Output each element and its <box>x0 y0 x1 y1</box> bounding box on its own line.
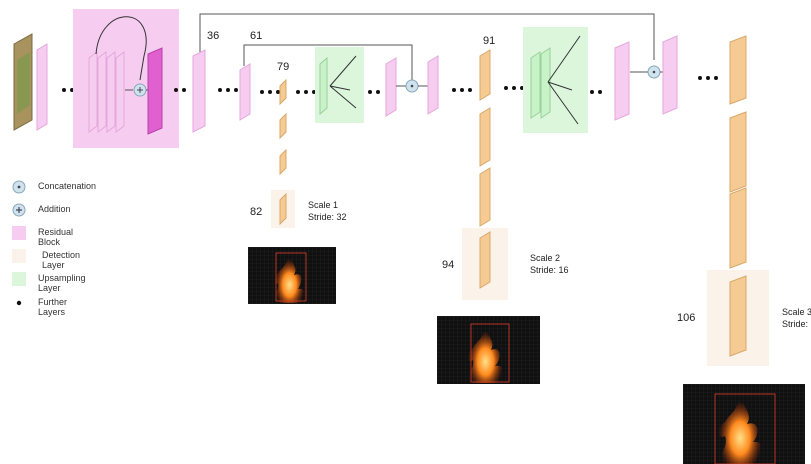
detection-layer <box>279 112 287 140</box>
scale-3-label: Scale 3 Stride: <box>782 306 811 330</box>
detection-layer <box>279 78 287 106</box>
detection-layer <box>729 35 747 105</box>
further-layers-dots <box>268 90 272 94</box>
further-layers-dots <box>260 90 264 94</box>
residual-layer <box>662 35 678 115</box>
upsampling-layer <box>319 56 328 116</box>
detection-layer <box>479 107 491 167</box>
further-layers-dots <box>62 88 66 92</box>
further-layers-dots <box>276 90 280 94</box>
further-layers-dots <box>468 88 472 92</box>
residual-layer-strong <box>147 47 163 135</box>
residual-layer <box>115 51 125 133</box>
circle-dot-icon <box>12 180 26 194</box>
fire-detection-image-2 <box>437 316 540 384</box>
layer-number-94: 94 <box>442 259 455 271</box>
concatenation-op-dot <box>410 84 414 88</box>
scale-2-title: Scale 2 <box>530 253 561 263</box>
layer-number-36: 36 <box>207 30 220 42</box>
further-layers-dots <box>504 86 508 90</box>
layer-number-82: 82 <box>250 206 263 218</box>
residual-swatch <box>12 226 26 240</box>
layer-36 <box>192 49 206 133</box>
layer-number-79: 79 <box>277 61 290 73</box>
upsampling-layer <box>530 51 541 119</box>
further-layers-dots <box>234 88 238 92</box>
legend-concatenation-label: Concatenation <box>38 181 97 191</box>
detection-swatch <box>12 249 26 263</box>
further-layers-dots <box>376 90 380 94</box>
upsampling-layer <box>540 47 551 119</box>
further-layers-dots <box>512 86 516 90</box>
legend-detection-label: Detection Layer <box>42 250 81 270</box>
scale-3-title: Scale 3 <box>782 307 811 317</box>
residual-layer <box>427 55 439 115</box>
fire-detection-image-1 <box>248 247 336 304</box>
input-image-foliage <box>17 52 30 114</box>
layer-106 <box>729 275 747 357</box>
further-layers-dots <box>706 76 710 80</box>
further-layers-dots <box>296 90 300 94</box>
scale-1-title: Scale 1 <box>308 200 339 210</box>
residual-layer <box>36 43 48 131</box>
flame-icon <box>437 316 540 384</box>
further-layers-dots <box>460 88 464 92</box>
residual-skip-arc <box>95 16 147 81</box>
skip-connection-a <box>199 13 655 62</box>
detection-layer <box>479 167 491 227</box>
further-layers-dots <box>368 90 372 94</box>
further-layers-dots <box>304 90 308 94</box>
flame-icon <box>683 384 805 464</box>
legend-upsampling-label: Upsampling Layer <box>38 273 86 293</box>
scale-1-stride: Stride: 32 <box>308 212 347 222</box>
layer-number-61: 61 <box>250 30 263 42</box>
upsampling-arrows <box>547 35 581 125</box>
further-layers-dots <box>182 88 186 92</box>
bullet-dot-icon <box>16 300 22 306</box>
upsampling-arrows <box>329 55 357 109</box>
legend-addition-label: Addition <box>38 204 71 214</box>
upsampling-swatch <box>12 272 26 286</box>
further-layers-dots <box>598 90 602 94</box>
fire-detection-image-3 <box>683 384 805 464</box>
circle-plus-icon <box>12 203 26 217</box>
residual-layer <box>97 51 107 133</box>
layer-94 <box>479 231 491 289</box>
layer-number-91: 91 <box>483 35 496 47</box>
residual-layer <box>106 51 116 133</box>
layer-number-106: 106 <box>677 312 696 324</box>
scale-2-label: Scale 2 Stride: 16 <box>530 252 569 276</box>
layer-82 <box>279 192 287 226</box>
detection-layer <box>279 148 287 176</box>
scale-1-label: Scale 1 Stride: 32 <box>308 199 347 223</box>
residual-layer <box>614 41 630 121</box>
scale-3-stride: Stride: <box>782 319 809 329</box>
further-layers-dots <box>590 90 594 94</box>
detection-layer <box>729 187 747 269</box>
concatenation-op-dot <box>652 70 656 74</box>
further-layers-dots <box>174 88 178 92</box>
legend-residual-label: Residual Block <box>38 227 74 247</box>
detection-layer <box>729 111 747 193</box>
residual-layer <box>88 51 98 133</box>
further-layers-dots <box>452 88 456 92</box>
further-layers-dots <box>226 88 230 92</box>
further-layers-dots <box>714 76 718 80</box>
residual-layer <box>385 57 397 117</box>
further-layers-dots <box>698 76 702 80</box>
legend-further-label: Further Layers <box>38 297 68 317</box>
addition-op-sign <box>137 87 143 93</box>
layer-61 <box>239 63 251 121</box>
further-layers-dots <box>218 88 222 92</box>
scale-2-stride: Stride: 16 <box>530 265 569 275</box>
skip-connection-b <box>243 44 413 80</box>
detection-layer <box>479 49 491 101</box>
flame-icon <box>248 247 336 304</box>
